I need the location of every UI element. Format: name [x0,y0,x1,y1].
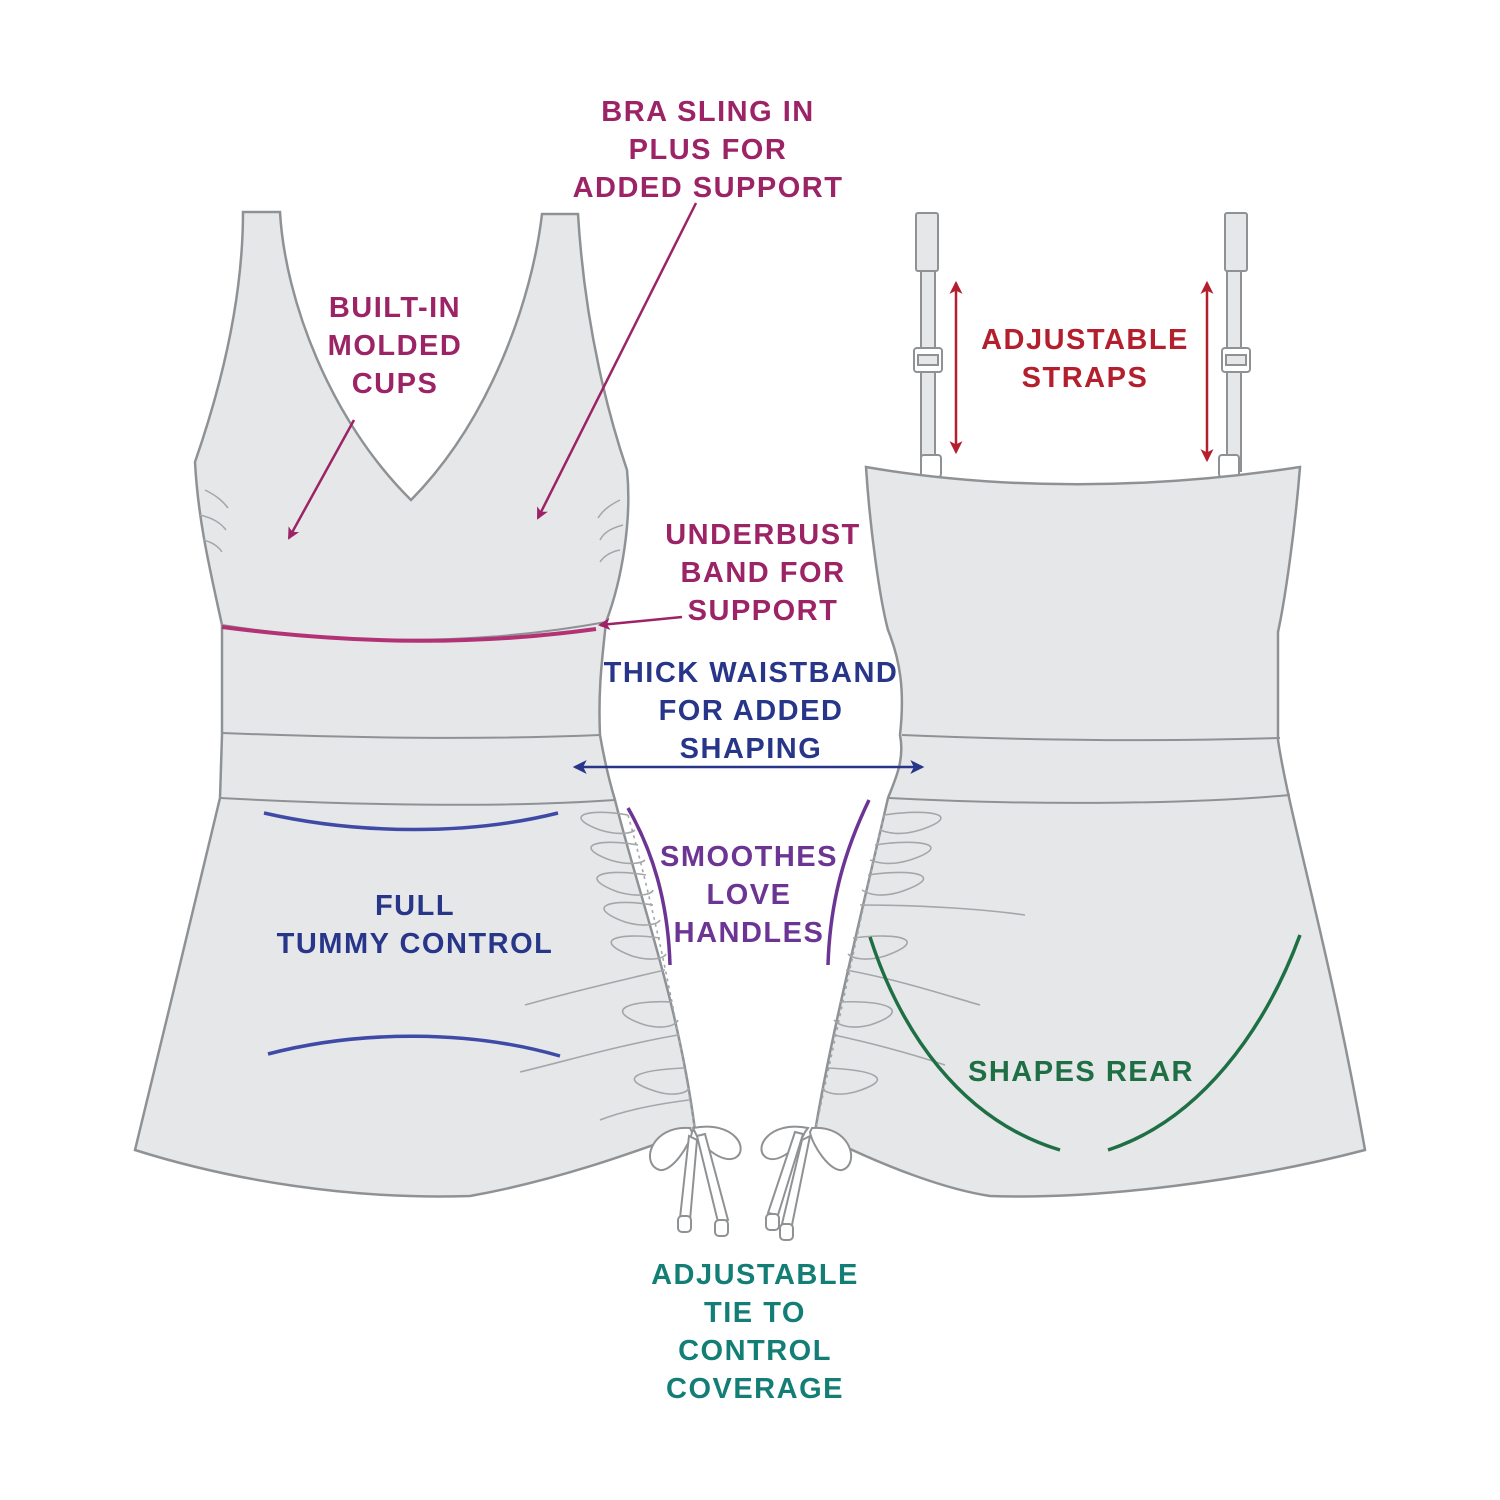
bra-sling-arrow [536,202,698,520]
shapes-rear-curve-right [1107,934,1302,1152]
front-side-ruching-lines [519,811,696,1131]
adjustable-tie-label: ADJUSTABLE TIE TO CONTROL COVERAGE [651,1259,859,1405]
front-bust-ruching-lines [199,489,624,563]
back-drawstring-tie [760,1125,853,1241]
shapes-rear-label: SHAPES REAR [968,1056,1194,1088]
underbust-band-label: UNDERBUST BAND FOR SUPPORT [665,519,861,627]
bra-sling-label: BRA SLING IN PLUS FOR ADDED SUPPORT [572,96,844,204]
back-side-ruching-lines [814,811,1026,1133]
back-waistband-top-seam [901,734,1281,742]
molded-cups-label: BUILT-IN MOLDED CUPS [327,292,463,400]
front-waistband-bottom-seam [219,797,616,806]
back-strap-left [913,212,943,478]
molded-cups-arrow [287,419,356,540]
front-waistband-top-seam [221,732,601,739]
tummy-control-curve-bottom [267,1034,561,1058]
tummy-control-label: FULL TUMMY CONTROL [276,890,554,960]
front-tankini-body [133,210,697,1198]
love-handles-curve-left [626,807,672,966]
shaping-curves [221,625,1302,1152]
love-handles-curve-right [826,799,871,966]
thick-waistband-label: THICK WAISTBAND FOR ADDED SHAPING [603,657,899,765]
love-handles-label: SMOOTHES LOVE HANDLES [660,841,838,949]
back-waistband-bottom-seam [887,794,1291,804]
front-tankini-view [133,210,742,1237]
underbust-band-highlight [221,625,597,643]
adjustable-straps-label: ADJUSTABLE STRAPS [981,324,1189,394]
callout-arrows [287,202,1214,774]
front-drawstring-tie [649,1125,742,1237]
underbust-band-arrow [598,615,683,631]
tummy-control-curve-top [263,811,559,832]
back-tankini-view [760,212,1367,1241]
back-tankini-body [813,465,1367,1198]
back-strap-right [1218,212,1251,478]
shapes-rear-curve-left [868,936,1061,1152]
